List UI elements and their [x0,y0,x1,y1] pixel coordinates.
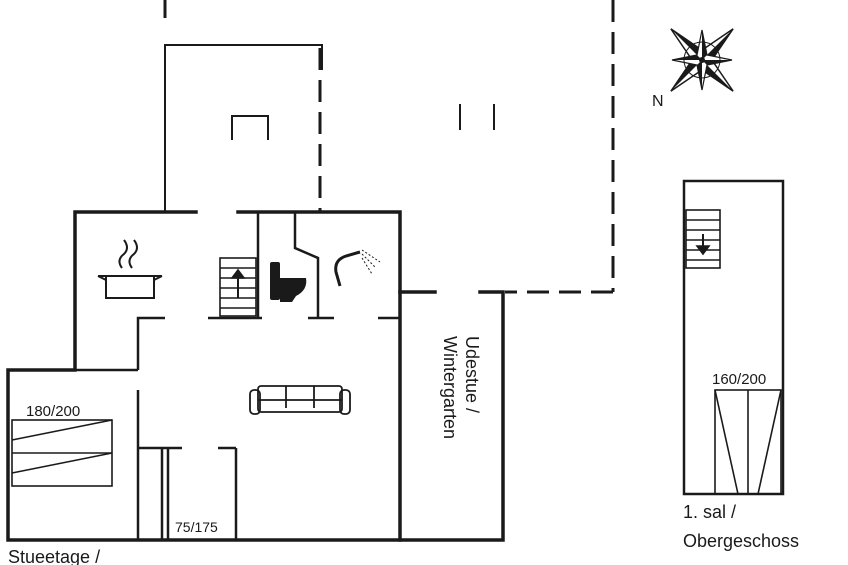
upper-floor-subtitle: Obergeschoss [683,531,799,551]
bed-size-label: 160/200 [712,371,766,388]
bed-180-200 [11,419,113,487]
stairs-down-icon [685,209,721,269]
ground-floor-title: Stueetage / [8,547,100,565]
toilet-icon [270,262,307,302]
bed-size-label: 180/200 [26,403,80,420]
kitchen-pot-icon [97,239,163,299]
bed-size-label: 75/175 [175,519,218,535]
sofa-icon [249,385,351,415]
shower-icon [334,249,381,287]
svg-text:Udestue /: Udestue / [462,336,482,413]
compass-north-label: N [652,93,664,110]
terrace-outline [163,0,615,294]
upper-floor-title: 1. sal / [683,502,736,522]
upper-annex-walls [164,44,495,212]
sunroom-label: Udestue / Wintergarten [440,336,482,439]
compass-rose-icon [670,28,734,92]
bed-160-200 [714,389,782,495]
stairs-up-icon [219,257,257,317]
ground-floor-walls [6,210,505,542]
svg-text:Wintergarten: Wintergarten [440,336,460,439]
interior-walls [75,212,400,540]
